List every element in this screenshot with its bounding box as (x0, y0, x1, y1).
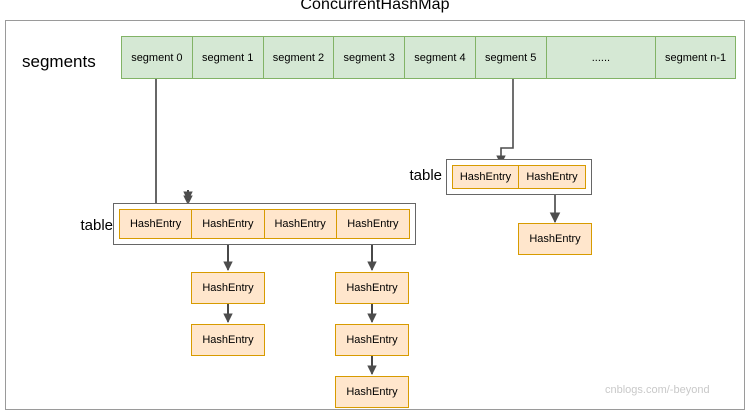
segments-label: segments (22, 52, 96, 71)
segment-cell-label: segment 2 (272, 51, 325, 64)
segment-cell-0[interactable]: segment 0 (122, 37, 193, 78)
hash-entry-node[interactable]: HashEntry (335, 272, 409, 304)
segment-cell-4[interactable]: segment 4 (405, 37, 476, 78)
table-right-label: table (409, 167, 442, 184)
hash-entry-label: HashEntry (202, 282, 254, 294)
segment-cell-label: ...... (591, 51, 611, 64)
segment-cell-label: segment 3 (343, 51, 395, 64)
hash-entry-label: HashEntry (346, 334, 398, 346)
hash-entry-node[interactable]: HashEntry (191, 272, 265, 304)
table-left: HashEntry HashEntry HashEntry HashEntry (113, 203, 416, 245)
hash-entry-node[interactable]: HashEntry (335, 376, 409, 408)
hash-entry-label: HashEntry (202, 218, 254, 230)
hash-entry-cell[interactable]: HashEntry (336, 210, 409, 238)
segment-cell-3[interactable]: segment 3 (334, 37, 406, 78)
table-right-row: HashEntry HashEntry (452, 165, 586, 189)
table-right: HashEntry HashEntry (446, 159, 592, 195)
segment-cell-label: segment n-1 (665, 51, 727, 64)
hash-entry-label: HashEntry (346, 386, 398, 398)
diagram-title: ConcurrentHashMap (300, 0, 450, 13)
hash-entry-label: HashEntry (529, 233, 581, 245)
table-left-row: HashEntry HashEntry HashEntry HashEntry (119, 209, 410, 239)
table-left-label: table (80, 217, 113, 234)
hash-entry-label: HashEntry (202, 334, 254, 346)
hash-entry-label: HashEntry (274, 218, 326, 230)
segment-cell-1[interactable]: segment 1 (192, 37, 264, 78)
hash-entry-node[interactable]: HashEntry (191, 324, 265, 356)
hash-entry-label: HashEntry (459, 171, 512, 183)
hash-entry-cell[interactable]: HashEntry (453, 166, 519, 188)
segment-cell-label: segment 0 (131, 51, 183, 64)
segment-cell-label: segment 5 (485, 51, 537, 64)
segments-array: segment 0 segment 1 segment 2 segment 3 … (121, 36, 736, 79)
hash-entry-cell[interactable]: HashEntry (120, 210, 193, 238)
hash-entry-node[interactable]: HashEntry (518, 223, 592, 255)
segment-cell-5[interactable]: segment 5 (475, 37, 547, 78)
segment-cell-label: segment 1 (201, 51, 254, 64)
hash-entry-cell[interactable]: HashEntry (519, 166, 585, 188)
hash-entry-cell[interactable]: HashEntry (264, 210, 337, 238)
hash-entry-label: HashEntry (526, 171, 578, 183)
segment-cell-2[interactable]: segment 2 (263, 37, 335, 78)
segment-cell-n-1[interactable]: segment n-1 (656, 37, 735, 78)
segment-cell-label: segment 4 (414, 51, 466, 64)
hash-entry-label: HashEntry (129, 218, 182, 230)
watermark: cnblogs.com/-beyond (605, 384, 710, 396)
hash-entry-cell[interactable]: HashEntry (192, 210, 265, 238)
segment-cell-ellipsis[interactable]: ...... (546, 37, 657, 78)
hash-entry-label: HashEntry (346, 282, 398, 294)
hash-entry-node[interactable]: HashEntry (335, 324, 409, 356)
hash-entry-label: HashEntry (347, 218, 399, 230)
